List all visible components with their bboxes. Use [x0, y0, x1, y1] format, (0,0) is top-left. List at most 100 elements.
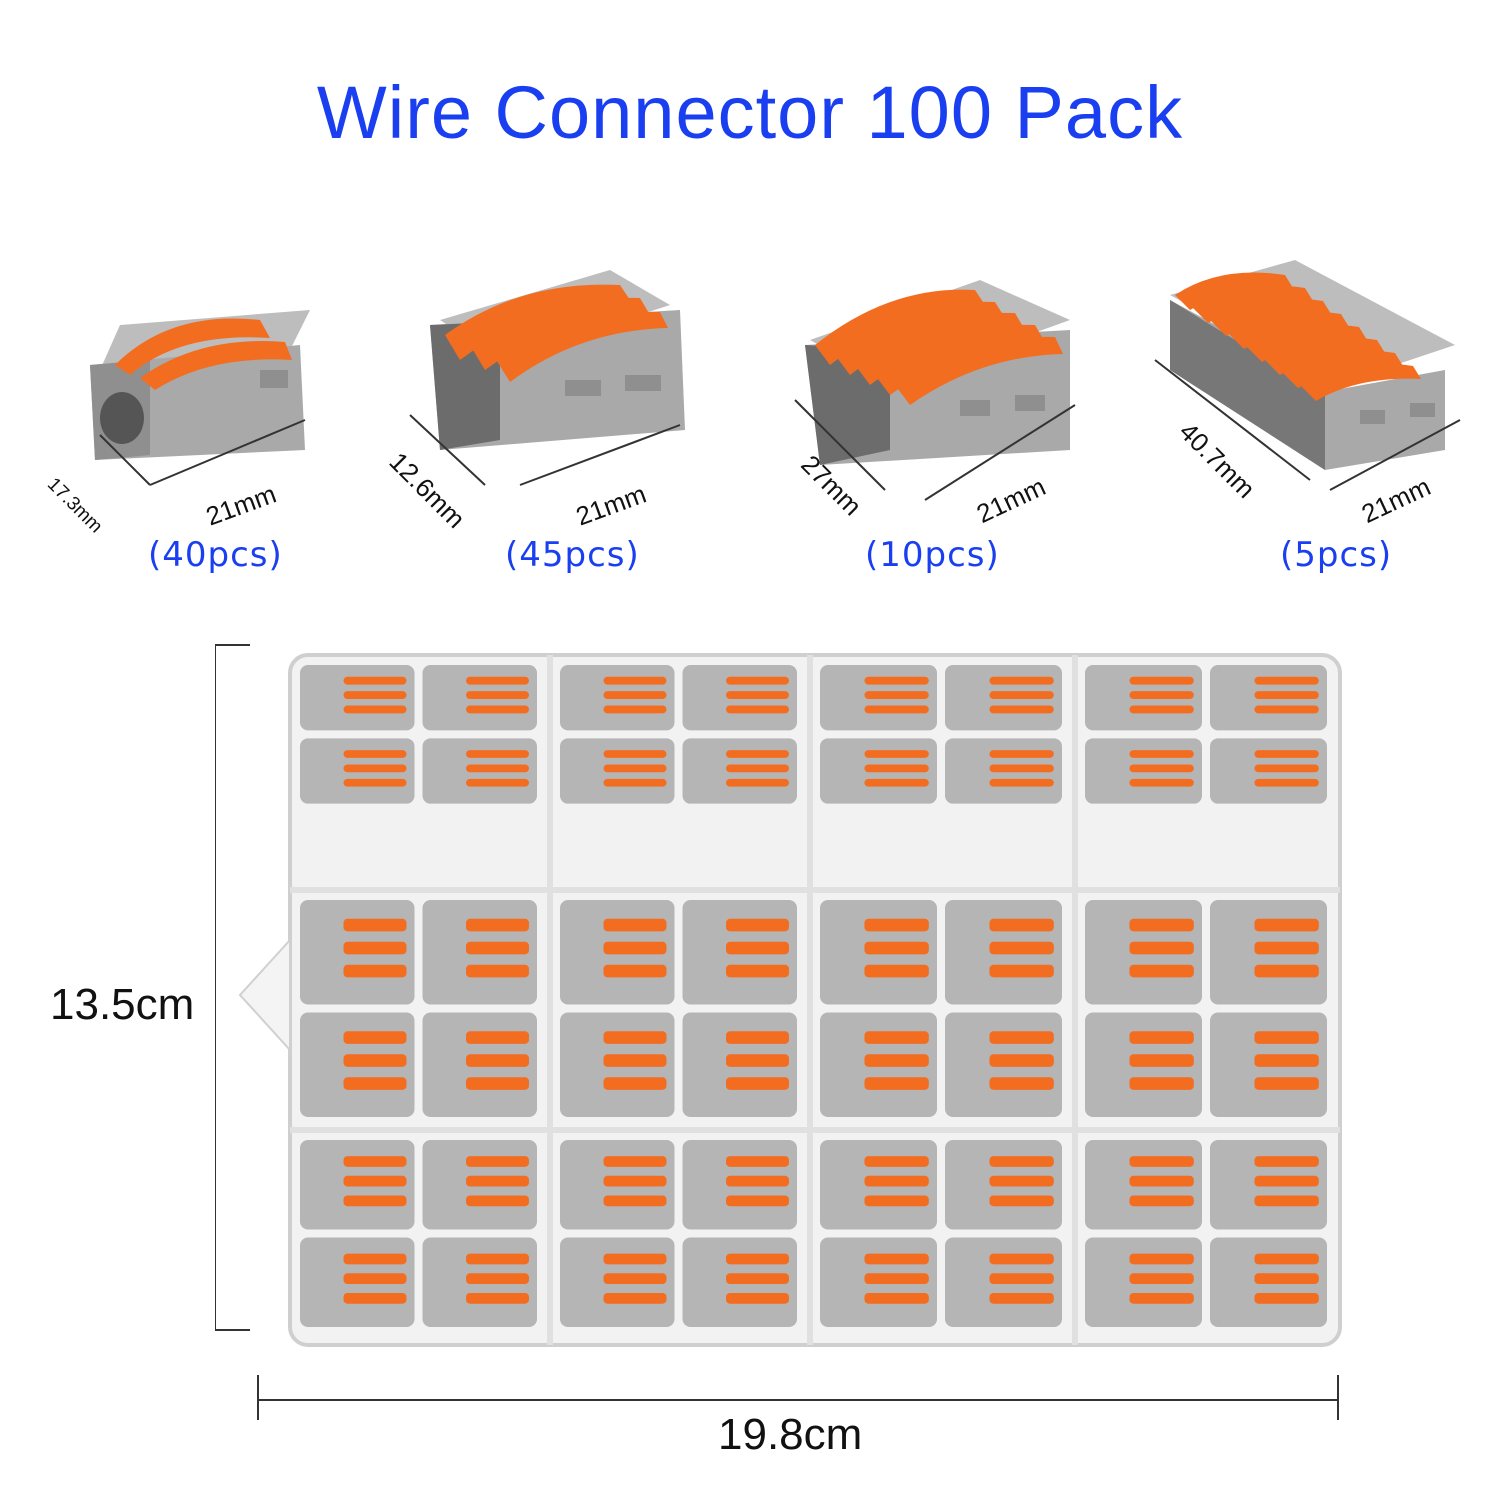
lever-shape — [989, 1175, 1054, 1187]
lever-shape — [1129, 918, 1194, 932]
lever-shape — [726, 1292, 789, 1304]
product-2-way: 17.3mm 21mm — [43, 250, 420, 590]
lever-shape — [1129, 1175, 1194, 1187]
lever-shape — [603, 1292, 667, 1304]
lever-shape — [343, 941, 407, 955]
box-height-label: 13.5cm — [50, 980, 195, 1029]
lever-shape — [466, 750, 529, 758]
lever-shape — [726, 778, 789, 787]
lever-shape — [1129, 1273, 1194, 1285]
lever-shape — [1254, 1175, 1319, 1187]
lever-shape — [726, 918, 789, 932]
lever-shape — [989, 778, 1054, 787]
lever-shape — [1129, 1054, 1194, 1067]
lever-shape — [603, 1273, 667, 1285]
lever-shape — [343, 918, 407, 932]
lever-shape — [1254, 1292, 1319, 1304]
lever-shape — [989, 1077, 1054, 1090]
lever-shape — [1129, 1253, 1194, 1265]
lever-shape — [343, 1054, 407, 1067]
lever-shape — [726, 750, 789, 758]
connector-5-way-illustration — [794, 280, 1076, 501]
lever-shape — [1254, 1253, 1319, 1265]
lever-shape — [864, 1175, 929, 1187]
lever-shape — [603, 941, 667, 955]
count-label: (10pcs) — [865, 535, 1000, 575]
lever-shape — [466, 1077, 529, 1090]
lever-shape — [603, 1175, 667, 1187]
lever-shape — [1129, 705, 1194, 714]
lever-shape — [466, 918, 529, 932]
lever-shape — [466, 1031, 529, 1044]
lever-shape — [989, 1273, 1054, 1285]
lever-shape — [1254, 1195, 1319, 1207]
lever-shape — [603, 764, 667, 773]
lever-shape — [1129, 1031, 1194, 1044]
connector-2-way-illustration — [90, 310, 310, 486]
count-label: (5pcs) — [1280, 535, 1393, 575]
lever-shape — [989, 705, 1054, 714]
lever-shape — [343, 1077, 407, 1090]
lever-shape — [343, 1195, 407, 1207]
lever-shape — [1129, 1156, 1194, 1167]
storage-box: 13.5cm — [50, 630, 1355, 1350]
lever-shape — [864, 1031, 929, 1044]
lever-shape — [726, 1253, 789, 1265]
lever-shape — [864, 964, 929, 978]
lever-shape — [603, 1031, 667, 1044]
lever-shape — [466, 1054, 529, 1067]
lever-shape — [603, 705, 667, 714]
lever-shape — [1254, 691, 1319, 699]
lever-shape — [1254, 750, 1319, 758]
lever-shape — [726, 764, 789, 773]
lever-shape — [989, 676, 1054, 685]
lever-shape — [989, 918, 1054, 932]
lever-shape — [466, 705, 529, 714]
lever-shape — [466, 1195, 529, 1207]
connector-8-way-illustration — [1154, 260, 1461, 491]
lever-shape — [1129, 750, 1194, 758]
lever-shape — [343, 691, 407, 699]
lever-shape — [466, 1156, 529, 1167]
lever-shape — [343, 1031, 407, 1044]
lever-shape — [989, 691, 1054, 699]
lever-shape — [864, 1273, 929, 1285]
storage-box-illustration — [214, 644, 1342, 1347]
count-label: (45pcs) — [505, 535, 640, 575]
lever-shape — [726, 1054, 789, 1067]
product-3-way: 12.6mm 21mm — [384, 250, 760, 590]
lever-shape — [343, 1253, 407, 1265]
lever-shape — [864, 764, 929, 773]
lever-shape — [864, 941, 929, 955]
lever-shape — [603, 778, 667, 787]
lever-shape — [864, 1292, 929, 1304]
lever-shape — [864, 1156, 929, 1167]
lever-shape — [726, 1273, 789, 1285]
lever-shape — [1254, 778, 1319, 787]
lever-shape — [466, 764, 529, 773]
lever-shape — [726, 691, 789, 699]
lever-shape — [726, 1156, 789, 1167]
lever-shape — [864, 691, 929, 699]
lever-shape — [726, 676, 789, 685]
lever-shape — [343, 1292, 407, 1304]
lever-shape — [466, 964, 529, 978]
lever-shape — [603, 1156, 667, 1167]
lever-shape — [603, 750, 667, 758]
lever-shape — [1129, 1077, 1194, 1090]
lever-shape — [989, 764, 1054, 773]
lever-shape — [1254, 941, 1319, 955]
lever-shape — [864, 918, 929, 932]
lever-shape — [466, 676, 529, 685]
lever-shape — [989, 964, 1054, 978]
connector-3-way-illustration — [409, 270, 685, 486]
lever-shape — [343, 1156, 407, 1167]
lever-shape — [864, 1253, 929, 1265]
lever-shape — [466, 1273, 529, 1285]
lever-shape — [864, 1054, 929, 1067]
lever-shape — [343, 778, 407, 787]
lever-shape — [466, 1175, 529, 1187]
lever-shape — [1254, 1031, 1319, 1044]
lever-shape — [466, 1253, 529, 1265]
product-5-way: 27mm 21mm — [780, 250, 1140, 590]
